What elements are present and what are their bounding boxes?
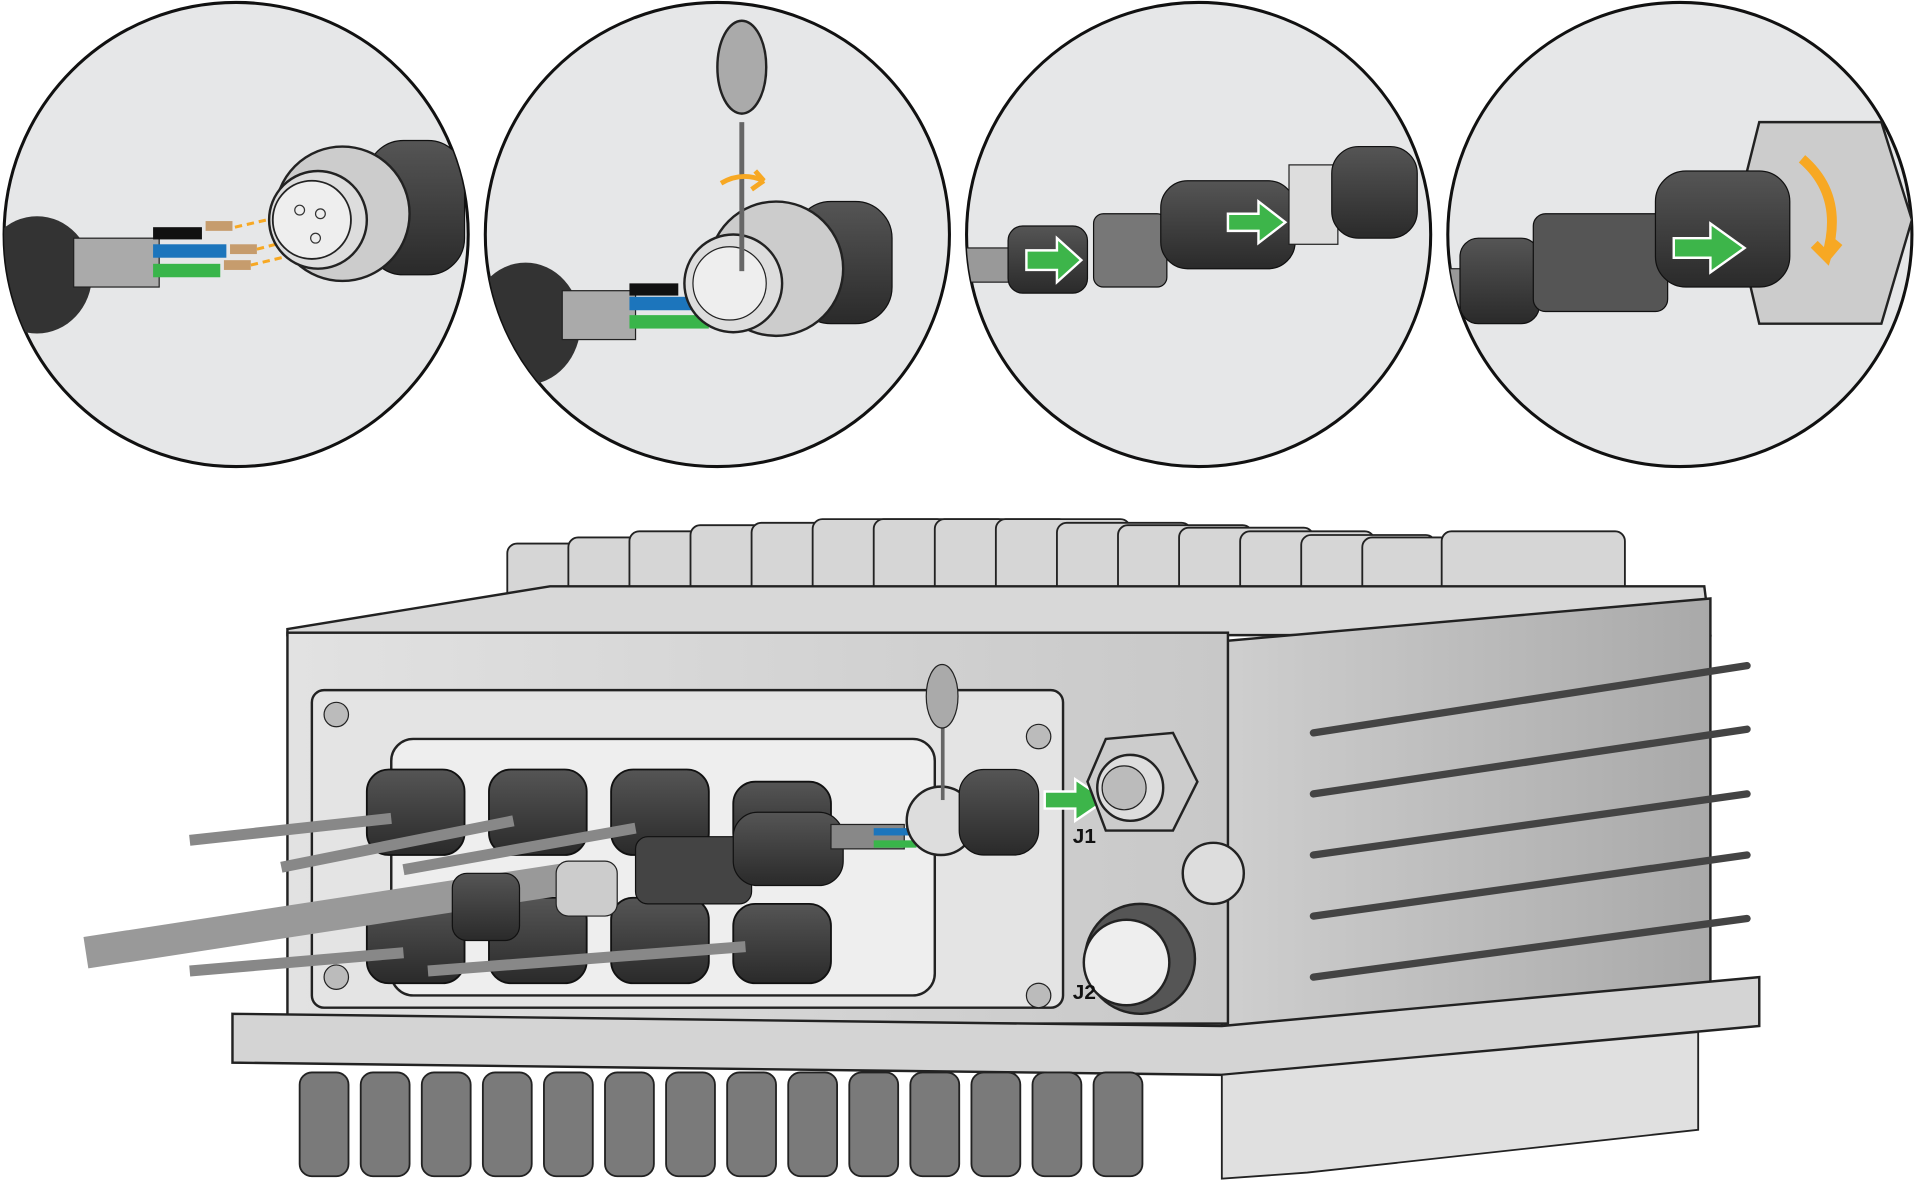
bottom-fins xyxy=(298,1071,1144,1178)
device-enclosure: J1 J2 xyxy=(83,518,1761,1180)
screwdriver-icon xyxy=(925,663,959,729)
step-1-insert-wires xyxy=(2,0,470,469)
screw-icon xyxy=(323,701,350,728)
screw-icon xyxy=(323,964,350,990)
ground-terminal-icon xyxy=(1181,841,1246,906)
screwdriver-icon xyxy=(716,19,768,115)
rotate-arrow-icon xyxy=(719,169,766,192)
wire-blue xyxy=(153,244,227,258)
wire-black xyxy=(153,227,202,240)
step-2-tighten-screws xyxy=(483,0,951,469)
cables xyxy=(189,812,746,977)
screwdriver-shaft xyxy=(739,122,745,272)
step-3-push-housing xyxy=(965,0,1433,469)
wire-green xyxy=(153,263,221,278)
side-fins xyxy=(1309,662,1751,981)
j2-label: J2 xyxy=(1073,981,1096,1004)
rotate-arrow-icon xyxy=(1798,155,1843,266)
screw-icon xyxy=(1025,982,1052,1009)
step-4-connect-and-tighten xyxy=(1446,0,1914,469)
push-arrow-icon xyxy=(1025,235,1084,285)
screw-icon xyxy=(1025,723,1052,750)
push-arrow-icon xyxy=(1226,199,1288,246)
j1-label: J1 xyxy=(1073,825,1096,848)
push-arrow-icon xyxy=(1672,221,1747,275)
